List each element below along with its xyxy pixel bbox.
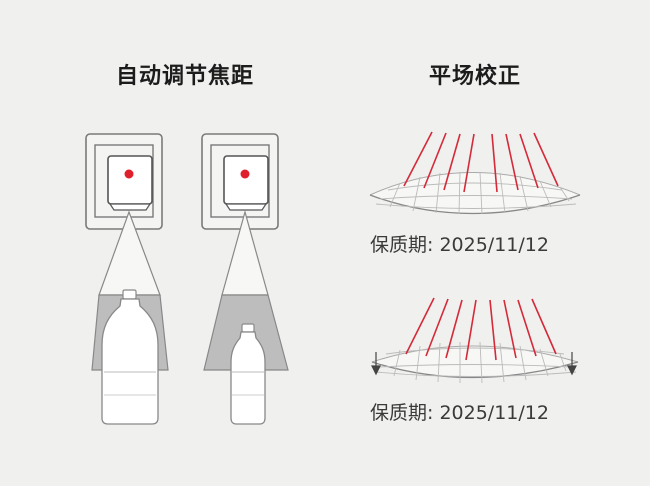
auto-focus-title: 自动调节焦距 bbox=[115, 64, 254, 89]
camera-unit-right bbox=[201, 133, 279, 230]
indicator-led-left bbox=[124, 169, 134, 179]
flat-field-grid-top bbox=[369, 131, 581, 215]
indicator-led-right bbox=[240, 169, 250, 179]
camera-unit-left bbox=[85, 133, 163, 230]
expiry-label-bottom: 保质期: 2025/11/12 bbox=[370, 402, 549, 424]
expiry-label-top: 保质期: 2025/11/12 bbox=[370, 234, 549, 256]
flat-field-grid-bottom bbox=[371, 297, 579, 384]
bottle-small bbox=[230, 323, 266, 425]
flat-field-title: 平场校正 bbox=[428, 64, 521, 89]
bottle-large bbox=[101, 289, 159, 425]
